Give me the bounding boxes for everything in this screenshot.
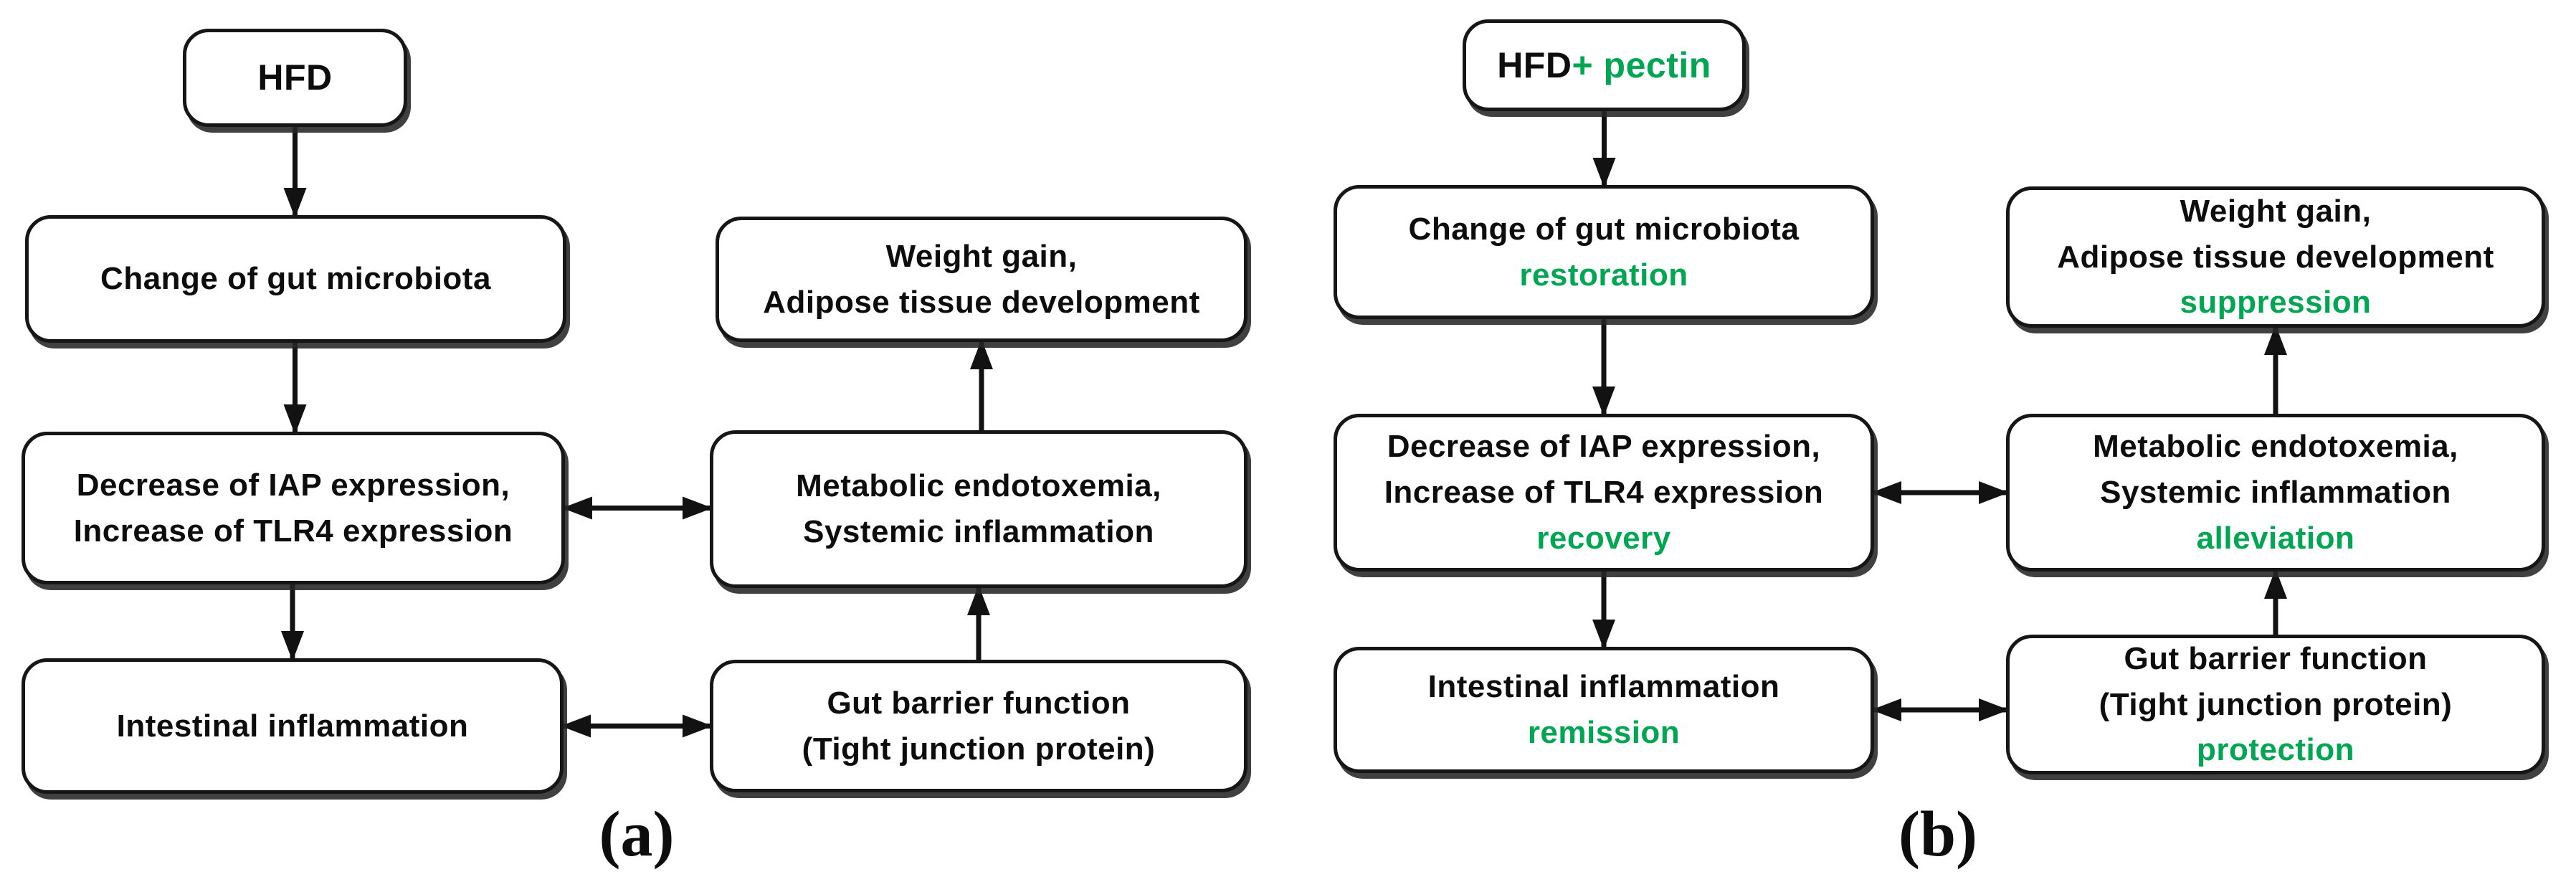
node-text-segment: recovery (1536, 520, 1671, 556)
node-text-segment: Adipose tissue development (763, 284, 1200, 320)
node-line: Increase of TLR4 expression (1384, 470, 1824, 516)
node-b-hfd: HFD+ pectin (1463, 19, 1746, 111)
node-text-segment: Metabolic endotoxemia, (2093, 429, 2458, 465)
panel-b-label: (b) (1898, 799, 1977, 870)
node-a-intestinal: Intestinal inflammation (22, 658, 564, 794)
node-a-microbiota: Change of gut microbiota (25, 215, 566, 343)
node-line: Increase of TLR4 expression (74, 508, 513, 554)
node-line: suppression (2180, 280, 2371, 326)
node-text-segment: Intestinal inflammation (1427, 669, 1780, 705)
node-text-segment: + pectin (1572, 44, 1711, 85)
node-line: Systemic inflammation (803, 509, 1154, 555)
node-line: Gut barrier function (827, 681, 1130, 726)
panel-a-label: (a) (599, 799, 675, 870)
node-b-intestinal: Intestinal inflammation remission (1334, 647, 1874, 773)
node-text-segment: suppression (2180, 285, 2372, 321)
node-a-gutbarrier: Gut barrier function (Tight junction prot… (710, 660, 1247, 792)
node-line: Change of gut microbiota (1409, 207, 1800, 252)
node-a-iap: Decrease of IAP expression, Increase of T… (22, 432, 565, 584)
node-line: Intestinal inflammation (117, 703, 469, 749)
node-line: Decrease of IAP expression, (77, 463, 510, 508)
node-text-segment: remission (1527, 715, 1681, 750)
node-b-weight: Weight gain, Adipose tissue development su… (2006, 186, 2545, 328)
node-line: Adipose tissue development (2057, 234, 2494, 280)
node-line: remission (1528, 710, 1680, 756)
node-a-metabolic: Metabolic endotoxemia, Systemic inflammat… (710, 430, 1247, 588)
node-line: Weight gain, (2180, 189, 2372, 234)
node-text-segment: alleviation (2196, 520, 2355, 556)
node-text-segment: Systemic inflammation (803, 514, 1154, 549)
node-line: Adipose tissue development (763, 280, 1200, 326)
node-a-hfd: HFD (183, 29, 407, 127)
node-b-microbiota: Change of gut microbiota restoration (1334, 185, 1874, 319)
node-text-segment: Gut barrier function (2124, 640, 2428, 676)
node-text-segment: Metabolic endotoxemia, (796, 468, 1161, 504)
node-text-segment: Change of gut microbiota (1408, 211, 1800, 247)
node-text-segment: Gut barrier function (827, 685, 1131, 721)
node-line: Weight gain, (886, 234, 1078, 280)
node-text-segment: Decrease of IAP expression, (76, 467, 510, 503)
node-text-segment: Adipose tissue development (2057, 239, 2494, 275)
node-text-segment: Systemic inflammation (2100, 475, 2451, 511)
node-text-segment: restoration (1519, 257, 1688, 293)
node-line: alleviation (2197, 516, 2355, 561)
node-text-segment: HFD (1497, 44, 1572, 85)
node-b-gutbarrier: Gut barrier function (Tight junction prot… (2006, 635, 2545, 774)
node-text-segment: Change of gut microbiota (100, 261, 491, 297)
node-line: (Tight junction protein) (2099, 682, 2453, 728)
node-line: (Tight junction protein) (802, 726, 1156, 772)
node-line: Change of gut microbiota (100, 256, 491, 302)
node-line: Decrease of IAP expression, (1387, 424, 1821, 470)
node-text-segment: Increase of TLR4 expression (73, 513, 513, 549)
node-text-segment: Intestinal inflammation (116, 708, 469, 744)
node-text-segment: Decrease of IAP expression, (1387, 429, 1821, 465)
node-line: Systemic inflammation (2100, 470, 2451, 516)
node-line: Intestinal inflammation (1428, 664, 1780, 710)
node-text-segment: (Tight junction protein) (802, 731, 1156, 767)
node-line: HFD+ pectin (1497, 39, 1711, 92)
node-b-iap: Decrease of IAP expression, Increase of T… (1334, 414, 1874, 572)
node-text-segment: Increase of TLR4 expression (1384, 475, 1824, 511)
node-text-segment: Weight gain, (885, 238, 1078, 274)
node-line: Metabolic endotoxemia, (2093, 424, 2458, 470)
node-line: Gut barrier function (2124, 636, 2427, 682)
node-line: HFD (257, 52, 332, 104)
node-line: recovery (1536, 516, 1670, 561)
node-line: Metabolic endotoxemia, (796, 463, 1161, 509)
node-text-segment: HFD (257, 57, 333, 98)
node-line: restoration (1519, 252, 1688, 298)
node-text-segment: (Tight junction protein) (2099, 686, 2453, 722)
node-line: protection (2197, 727, 2354, 773)
node-text-segment: Weight gain, (2180, 193, 2372, 229)
node-b-metabolic: Metabolic endotoxemia, Systemic inflammat… (2006, 414, 2545, 572)
node-a-weight: Weight gain, Adipose tissue development (716, 217, 1247, 342)
node-text-segment: protection (2196, 732, 2355, 768)
